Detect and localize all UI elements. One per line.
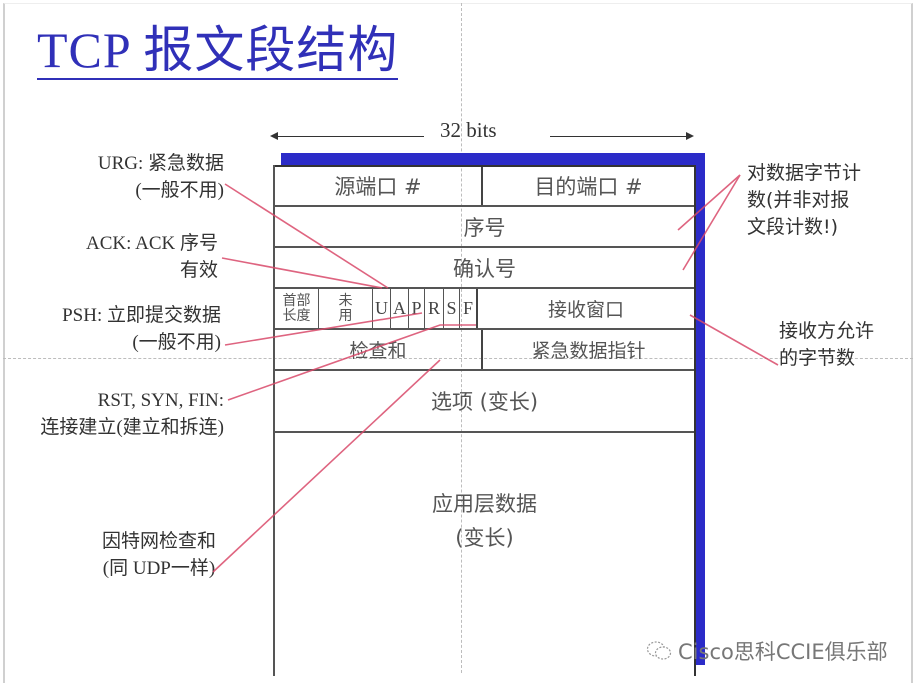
annotation-ack-line2: 有效 (179, 260, 218, 281)
annotation-checksum: 因特网检查和 (同 UDP一样) (102, 528, 216, 582)
field-checksum: 检查和 (275, 330, 483, 369)
flag-ack: A (391, 289, 409, 328)
annotation-rst-line1: RST, SYN, FIN: (97, 390, 224, 411)
width-label: 32 bits (440, 118, 497, 142)
row-checksum: 检查和 紧急数据指针 (275, 330, 694, 371)
annotation-window-line1: 接收方允许 (779, 320, 875, 342)
annotation-ack: ACK: ACK 序号 有效 (86, 230, 218, 284)
width-indicator: 32 bits (270, 118, 694, 142)
annotation-ack-line1: ACK: ACK 序号 (86, 233, 218, 254)
row-options: 选项 (变长) (275, 371, 694, 433)
annotation-urg-line2: (一般不用) (135, 180, 224, 201)
row-flags: 首部 长度 未 用 U A P R S F 接收窗口 (275, 289, 694, 330)
annotation-byte-count: 对数据字节计 数(并非对报 文段计数!) (747, 160, 861, 241)
slide-frame (3, 3, 913, 683)
unused-line1: 未 (338, 292, 353, 309)
annotation-rst-line2: 连接建立(建立和拆连) (40, 417, 224, 438)
watermark-text: Cisco思科CCIE俱乐部 (678, 640, 888, 664)
field-sequence-number: 序号 (463, 215, 506, 240)
watermark: Cisco思科CCIE俱乐部 (646, 636, 888, 666)
field-unused: 未 用 (319, 289, 373, 328)
flag-fin: F (460, 289, 478, 328)
annotation-urg-line1: URG: 紧急数据 (97, 153, 224, 174)
field-receive-window: 接收窗口 (547, 299, 624, 321)
annotation-rst-syn-fin: RST, SYN, FIN: 连接建立(建立和拆连) (40, 387, 224, 441)
annotation-window-line2: 的字节数 (779, 347, 856, 369)
row-ack: 确认号 (275, 248, 694, 289)
wechat-icon (646, 641, 672, 660)
field-dest-port: 目的端口 # (534, 175, 643, 199)
annotation-psh-line1: PSH: 立即提交数据 (62, 305, 221, 326)
field-options: 选项 (变长) (430, 390, 539, 414)
arrow-right-icon (686, 132, 694, 140)
width-line-left (274, 136, 424, 137)
field-source-port: 源端口 # (275, 167, 483, 205)
annotation-checksum-line2: (同 UDP一样) (102, 558, 216, 579)
annotation-psh: PSH: 立即提交数据 (一般不用) (62, 302, 221, 356)
segment-shadow-top (281, 153, 705, 165)
segment-shadow-right (696, 153, 705, 665)
row-app-data: 应用层数据 (变长) (275, 433, 694, 676)
row-ports: 源端口 # 目的端口 # (275, 165, 694, 207)
field-urgent-pointer: 紧急数据指针 (531, 340, 646, 362)
width-line-right (550, 136, 686, 137)
field-app-data: 应用层数据 (变长) (275, 433, 694, 676)
annotation-psh-line2: (一般不用) (132, 332, 221, 353)
flag-syn: S (444, 289, 460, 328)
row-sequence: 序号 (275, 207, 694, 248)
annotation-byte-count-line2: 数(并非对报 (747, 189, 850, 211)
unused-line2: 用 (338, 307, 353, 324)
page-title: TCP 报文段结构 (37, 22, 399, 80)
flag-rst: R (425, 289, 444, 328)
annotation-window: 接收方允许 的字节数 (779, 318, 874, 372)
app-data-line2: (变长) (455, 526, 514, 550)
flag-urg: U (373, 289, 391, 328)
field-header-length: 首部 长度 (275, 289, 319, 328)
header-length-line1: 首部 (282, 292, 311, 309)
flag-psh: P (409, 289, 425, 328)
annotation-urg: URG: 紧急数据 (一般不用) (98, 150, 224, 204)
annotation-byte-count-line3: 文段计数!) (747, 216, 839, 238)
annotation-checksum-line1: 因特网检查和 (101, 531, 216, 552)
tcp-segment-diagram: 源端口 # 目的端口 # 序号 确认号 首部 长度 未 用 U A P R S … (273, 165, 696, 676)
app-data-line1: 应用层数据 (432, 492, 537, 516)
annotation-byte-count-line1: 对数据字节计 (747, 162, 862, 184)
field-ack-number: 确认号 (453, 256, 516, 281)
header-length-line2: 长度 (282, 307, 311, 324)
